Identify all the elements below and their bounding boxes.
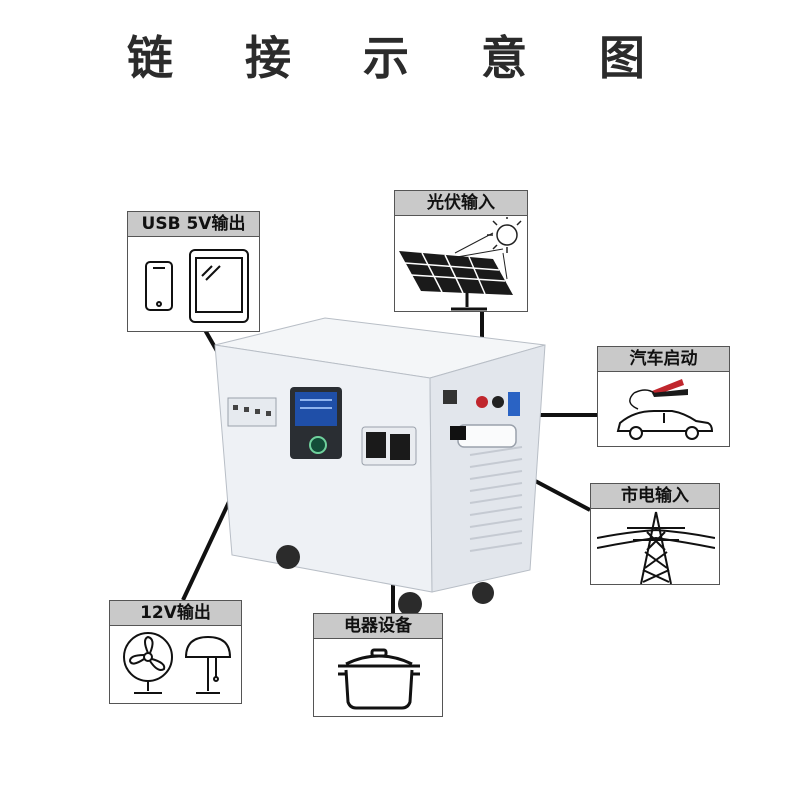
tablet-icon <box>190 250 248 322</box>
car-start-icons <box>604 373 724 443</box>
dc12-output-box: 12V输出 <box>109 600 242 704</box>
usb-devices-icons <box>140 246 250 326</box>
solar-icons <box>397 217 525 311</box>
power-tower-icon <box>597 508 715 584</box>
solar-input-label: 光伏输入 <box>395 191 527 216</box>
usb-output-label: USB 5V输出 <box>128 212 259 237</box>
car-start-label: 汽车启动 <box>598 347 729 372</box>
jumper-clamp-icon <box>630 379 688 409</box>
smartphone-icon <box>146 262 172 310</box>
grid-input-box: 市电输入 <box>590 483 720 585</box>
appliance-box: 电器设备 <box>313 613 443 717</box>
car-icon <box>618 411 712 439</box>
grid-input-label: 市电输入 <box>591 484 719 509</box>
lamp-icon <box>186 637 230 693</box>
cooking-pot-icon <box>336 644 422 710</box>
solar-panel-icon <box>399 251 513 309</box>
appliance-label: 电器设备 <box>314 614 442 639</box>
dc12-output-label: 12V输出 <box>110 601 241 626</box>
usb-output-box: USB 5V输出 <box>127 211 260 332</box>
car-start-box: 汽车启动 <box>597 346 730 447</box>
solar-input-box: 光伏输入 <box>394 190 528 312</box>
generator-unit <box>215 318 545 616</box>
fan-icon <box>124 633 172 693</box>
dc12-devices-icons <box>116 629 236 699</box>
